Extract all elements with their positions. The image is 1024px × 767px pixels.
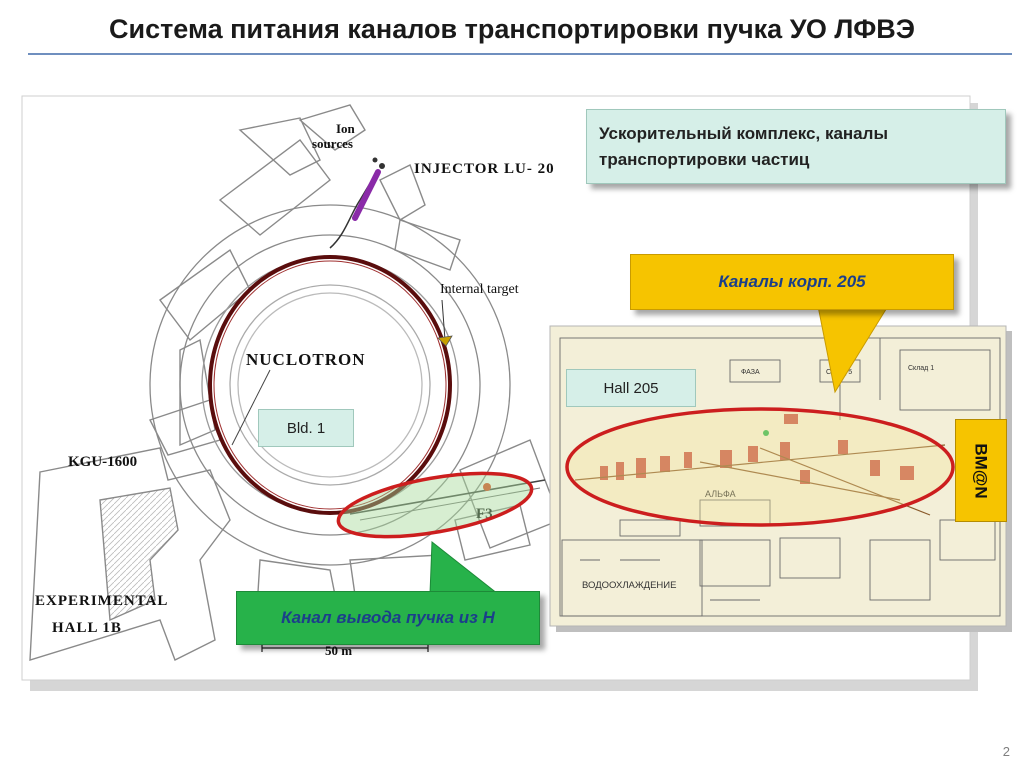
slide-title: Система питания каналов транспортировки … bbox=[108, 14, 916, 44]
hall205-channels-callout: Каналы корп. 205 bbox=[630, 254, 954, 310]
internal-target-leader bbox=[441, 299, 446, 341]
hall205-channels-highlight bbox=[565, 407, 955, 527]
nuclotron-ring-inner bbox=[213, 260, 447, 510]
injector-label: INJECTOR LU- 20 bbox=[414, 161, 555, 177]
bmn-experiment-label: BM@N bbox=[955, 419, 1007, 522]
kgu-label: KGU-1600 bbox=[68, 454, 137, 470]
nuclotron-leader bbox=[231, 369, 271, 446]
floorplan-water-cooling-label: ВОДООХЛАЖДЕНИЕ bbox=[582, 580, 676, 591]
nuclotron-label: NUCLOTRON bbox=[246, 350, 366, 369]
floorplan-alpha-label: АЛЬФА bbox=[705, 489, 736, 499]
injection-line bbox=[329, 169, 379, 249]
ion-sources-label: Ion sources bbox=[312, 121, 358, 151]
extraction-beamline-2 bbox=[359, 487, 541, 521]
f3-marker bbox=[483, 483, 491, 491]
internal-target-marker bbox=[437, 335, 453, 347]
accelerator-complex-callout: Ускорительный комплекс, каналы транспорт… bbox=[586, 109, 1006, 184]
linac bbox=[352, 169, 381, 221]
bld1-label: Bld. 1 bbox=[258, 409, 354, 447]
scale-label: 50 m bbox=[325, 643, 352, 658]
internal-target-label: Internal target bbox=[440, 282, 519, 297]
floorplan-faza-label: ФАЗА bbox=[741, 369, 760, 376]
beam-extraction-callout: Канал вывода пучка из Н bbox=[236, 591, 540, 645]
extraction-beamline bbox=[349, 479, 546, 515]
ion-source-marker-2 bbox=[372, 157, 378, 163]
experimental-hall-label: EXPERIMENTAL HALL 1B bbox=[35, 593, 172, 636]
title-divider bbox=[28, 53, 1012, 55]
floorplan-sklad2-label: Склад 1 bbox=[908, 365, 934, 372]
extraction-channel-highlight bbox=[336, 471, 534, 539]
ion-source-marker bbox=[379, 163, 385, 169]
page-number: 2 bbox=[1002, 744, 1010, 759]
hall205-label: Hall 205 bbox=[566, 369, 696, 407]
nuclotron-ring bbox=[208, 255, 452, 515]
bmn-text: BM@N bbox=[972, 442, 992, 499]
